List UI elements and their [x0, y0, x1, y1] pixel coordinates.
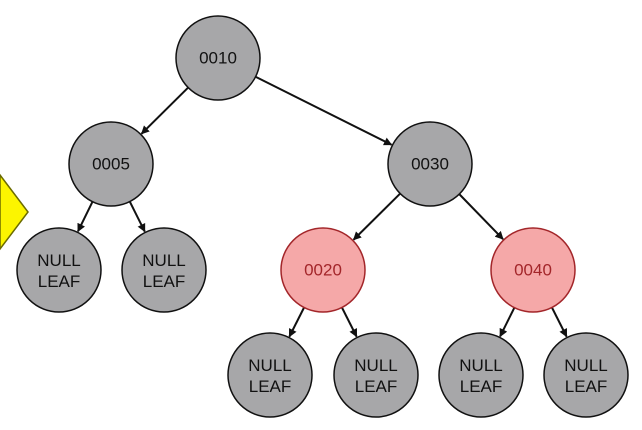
null-leaf-circle	[543, 332, 629, 418]
edge-n0005-leaf2	[128, 201, 146, 233]
node-label: 0020	[304, 261, 342, 280]
node-label: 0010	[199, 49, 237, 68]
null-leaf-label-line2: LEAF	[460, 377, 503, 396]
edge-n0020-leaf4	[341, 307, 358, 338]
black-node-circle	[175, 15, 261, 101]
edge-n0005-leaf1	[77, 201, 94, 233]
null-leaf-label-line1: NULL	[354, 356, 397, 375]
null-leaf-label-line2: LEAF	[565, 377, 608, 396]
null-leaf-label-line2: LEAF	[249, 377, 292, 396]
null-leaf-label-line1: NULL	[564, 356, 607, 375]
null-leaf-circle	[16, 227, 102, 313]
null-leaf-circle	[121, 227, 207, 313]
null-leaf-label-line1: NULL	[37, 251, 80, 270]
null-leaf-node: NULL LEAF	[16, 227, 102, 313]
edge-n0020-leaf3	[288, 307, 305, 338]
null-leaf-label-line2: LEAF	[143, 272, 186, 291]
edge-n0040-leaf6	[551, 307, 568, 338]
null-leaf-label-line2: LEAF	[355, 377, 398, 396]
yellow-diamond-marker	[0, 173, 29, 251]
node-label: 0040	[514, 261, 552, 280]
null-leaf-circle	[438, 332, 524, 418]
edges-layer	[77, 75, 568, 338]
node-label: 0030	[411, 155, 449, 174]
null-leaf-node: NULL LEAF	[438, 332, 524, 418]
null-leaf-node: NULL LEAF	[543, 332, 629, 418]
edge-n0030-n0040	[458, 193, 504, 240]
null-leaf-node: NULL LEAF	[121, 227, 207, 313]
edge-n0010-n0005	[140, 86, 189, 135]
null-leaf-label-line1: NULL	[248, 356, 291, 375]
null-leaf-circle	[333, 332, 419, 418]
black-node-circle	[68, 121, 154, 207]
tree-node-0030: 0030	[387, 121, 473, 207]
black-node-circle	[387, 121, 473, 207]
tree-node-0005: 0005	[68, 121, 154, 207]
red-node-circle	[490, 227, 576, 313]
edge-n0040-leaf5	[499, 307, 516, 338]
null-leaf-circle	[227, 332, 313, 418]
null-leaf-label-line1: NULL	[142, 251, 185, 270]
null-leaf-node: NULL LEAF	[227, 332, 313, 418]
null-leaf-label-line2: LEAF	[38, 272, 81, 291]
red-node-circle	[280, 227, 366, 313]
null-leaf-label-line1: NULL	[459, 356, 502, 375]
null-leaf-node: NULL LEAF	[333, 332, 419, 418]
edge-n0030-n0020	[352, 192, 401, 241]
node-label: 0005	[92, 155, 130, 174]
tree-node-0020: 0020	[280, 227, 366, 313]
tree-node-0040: 0040	[490, 227, 576, 313]
tree-node-0010: 0010	[175, 15, 261, 101]
edge-n0010-n0030	[255, 75, 393, 146]
